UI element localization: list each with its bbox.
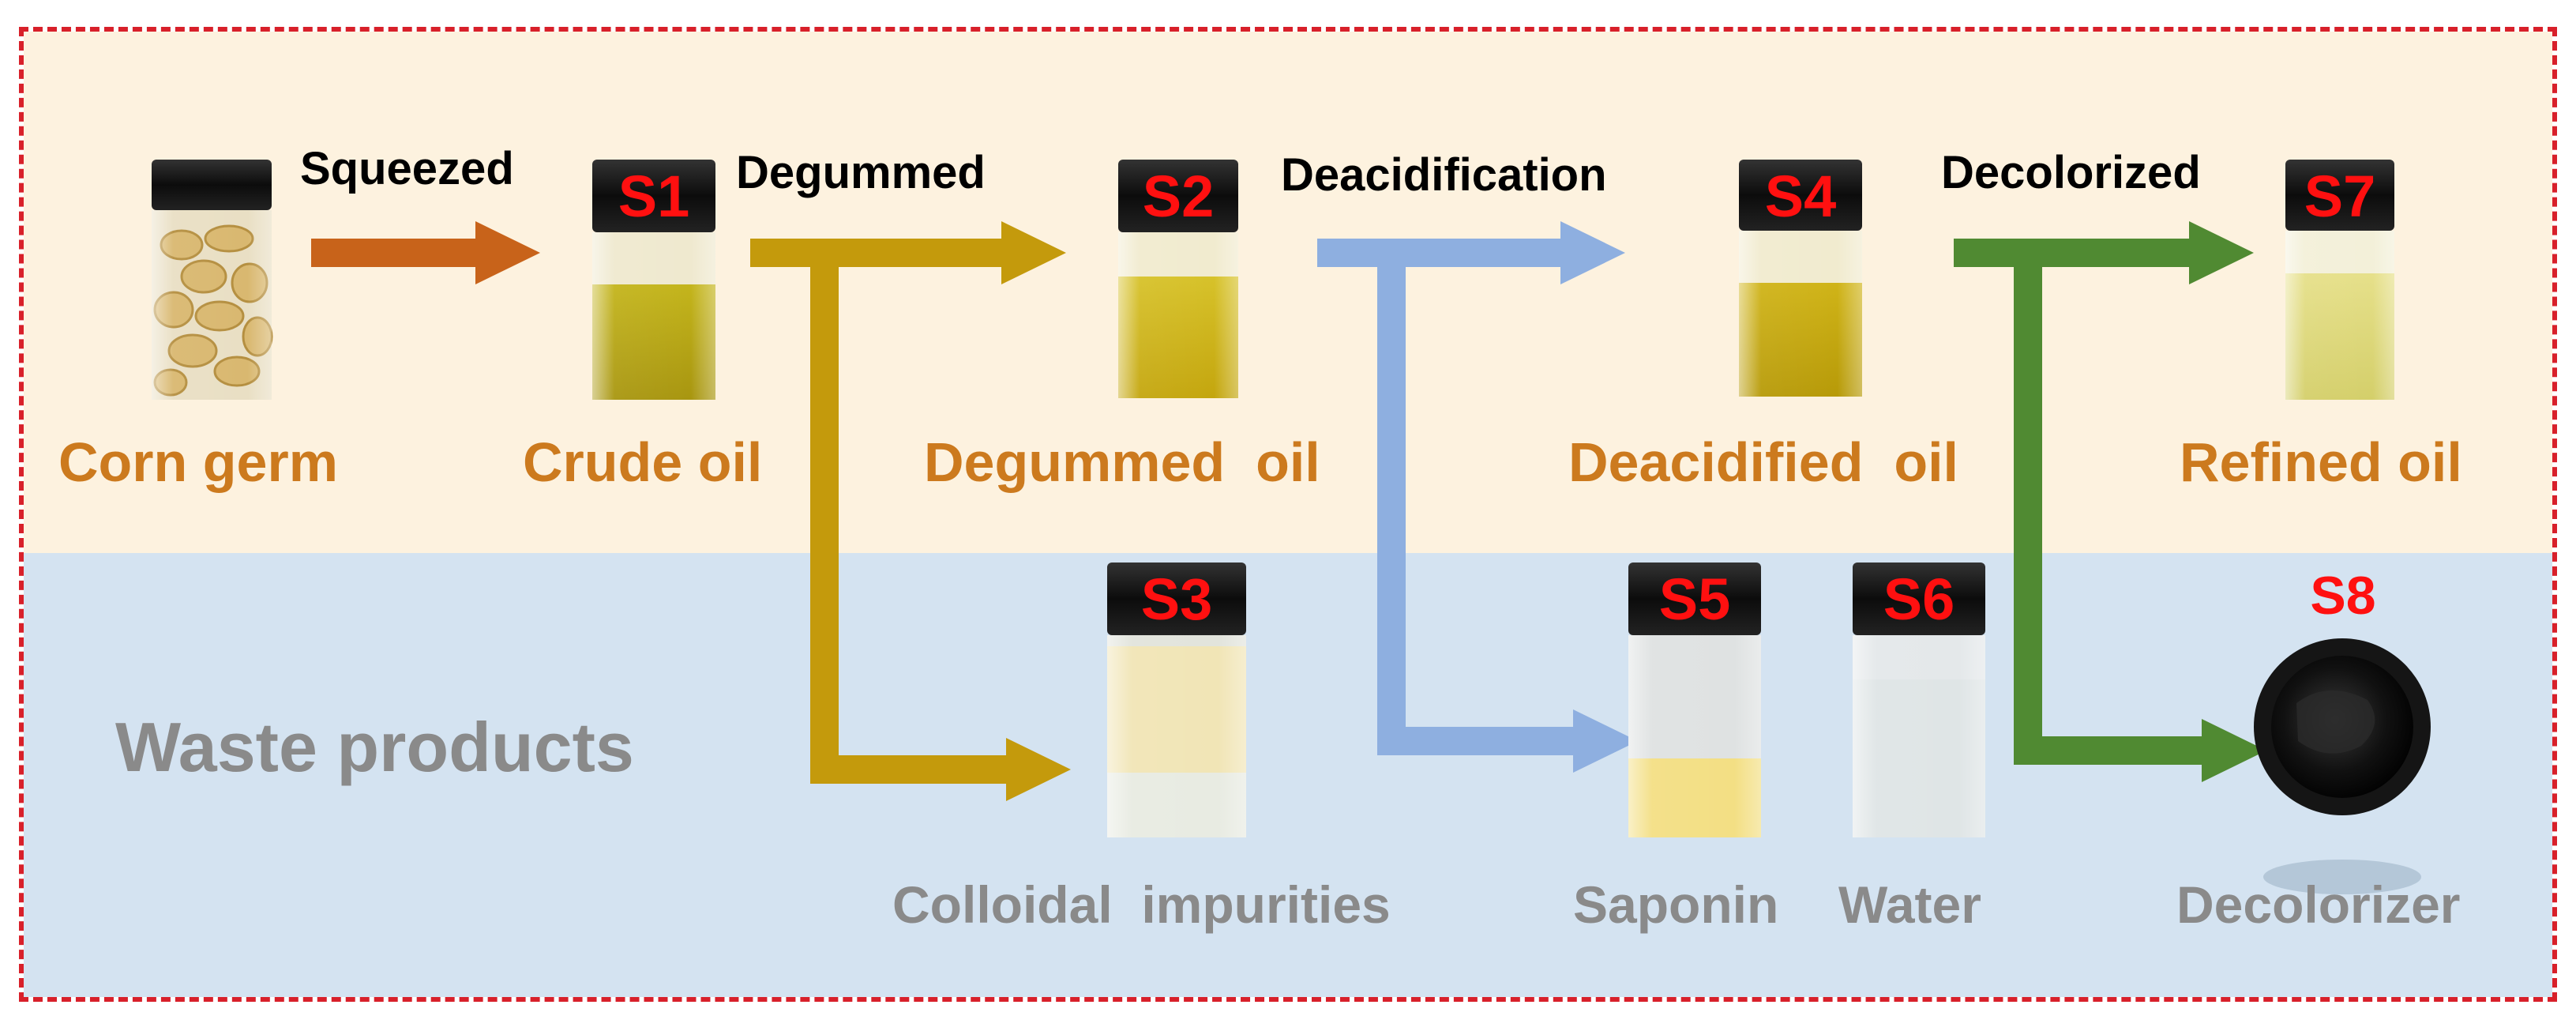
waste-colloidal-label: Colloidal impurities [892,875,1391,934]
decolorized-arrow [1954,221,2266,782]
sample-tag-s3: S3 [1140,566,1213,632]
s3-vial [1107,563,1246,837]
step-degummed-label: Degummed [736,147,986,198]
sample-tag-s5: S5 [1658,566,1731,632]
sample-tag-s6: S6 [1883,566,1955,632]
product-corn-germ-label: Corn germ [58,431,338,493]
waste-saponin-label: Saponin [1573,875,1779,934]
waste-products-band [24,553,2552,997]
corn-germ-vial [152,160,273,400]
s4-vial [1739,160,1862,397]
product-degummed-oil-label: Degummed oil [924,431,1320,493]
diagram-frame: Squeezed Degummed Deacidification Decolo… [19,27,2557,1002]
s6-vial [1853,563,1985,837]
degummed-arrow [750,221,1071,801]
sample-tag-s7: S7 [2304,164,2376,229]
product-refined-oil-label: Refined oil [2180,431,2462,493]
sample-tag-s2: S2 [1142,164,1215,229]
process-flow-graphic [152,160,2431,894]
s2-vial [1118,160,1238,398]
waste-water-label: Water [1838,875,1981,934]
product-deacidified-oil-label: Deacidified oil [1568,431,1958,493]
squeezed-arrow [311,221,540,284]
main-process-band [24,32,2552,553]
deacidification-arrow [1317,221,1638,773]
s8-decolorizer-dish [2254,638,2431,894]
waste-decolorizer-label: Decolorizer [2176,875,2461,934]
step-decolorized-label: Decolorized [1941,147,2201,198]
waste-products-title: Waste products [115,708,634,786]
sample-tag-s8: S8 [2310,566,2376,626]
s1-vial [592,160,715,400]
product-crude-oil-label: Crude oil [523,431,763,493]
step-deacidification-label: Deacidification [1281,149,1607,201]
sample-tag-s1: S1 [618,164,690,229]
s7-vial [2285,160,2394,400]
step-squeezed-label: Squeezed [300,143,514,194]
s5-vial [1628,563,1761,837]
sample-tag-s4: S4 [1764,164,1837,229]
